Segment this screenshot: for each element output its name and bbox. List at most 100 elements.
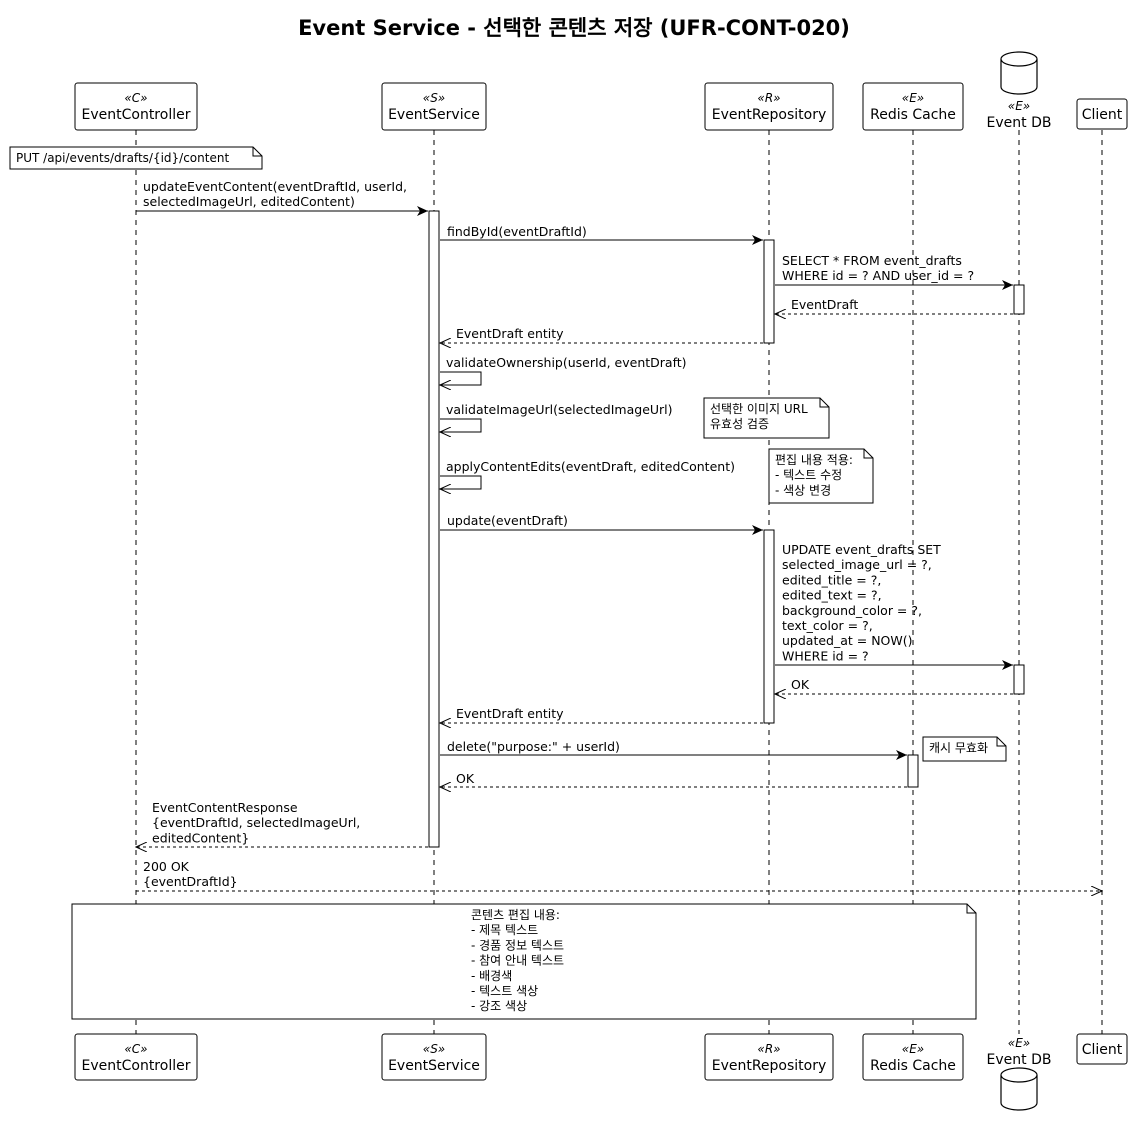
note-text: 유효성 검증 bbox=[710, 417, 769, 431]
message-1: updateEventContent(eventDraftId, userId,… bbox=[136, 179, 428, 216]
message-label: validateOwnership(userId, eventDraft) bbox=[446, 355, 687, 370]
participant-name: Event DB bbox=[987, 1052, 1052, 1068]
message-arrow bbox=[440, 418, 482, 432]
message-label: EventDraft bbox=[791, 297, 858, 312]
message-label: applyContentEdits(eventDraft, editedCont… bbox=[446, 459, 735, 474]
note-text: - 배경색 bbox=[471, 969, 512, 983]
activation-bar bbox=[907, 754, 919, 788]
note-1: PUT /api/events/drafts/{id}/content bbox=[9, 146, 263, 170]
activation-bars bbox=[428, 210, 1025, 848]
note-text: 선택한 이미지 URL bbox=[710, 402, 808, 416]
note-text: PUT /api/events/drafts/{id}/content bbox=[16, 151, 229, 165]
note-3: 편집 내용 적용:- 텍스트 수정- 색상 변경 bbox=[768, 448, 874, 504]
message-label: edited_text = ?, bbox=[782, 588, 882, 603]
message-13: delete("purpose:" + userId) bbox=[440, 739, 907, 760]
participant-name: Client bbox=[1082, 1042, 1123, 1058]
message-4: EventDraft bbox=[775, 297, 1013, 314]
participant-cache-bottom: «E» Redis Cache bbox=[862, 1033, 964, 1081]
participants: «C»EventController«C»EventController«S»E… bbox=[74, 51, 1128, 1111]
message-12: EventDraft entity bbox=[440, 706, 763, 723]
activation-bar bbox=[1013, 664, 1025, 695]
participant-stereotype: «S» bbox=[423, 91, 445, 105]
participant-stereotype: «E» bbox=[1008, 1036, 1030, 1050]
participant-name: Event DB bbox=[987, 115, 1052, 131]
note-text: - 텍스트 색상 bbox=[471, 984, 538, 998]
message-label: {eventDraftId, selectedImageUrl, bbox=[152, 815, 360, 830]
message-label: OK bbox=[456, 771, 475, 786]
messages: updateEventContent(eventDraftId, userId,… bbox=[136, 179, 1102, 891]
participant-svc-bottom: «S» EventService bbox=[381, 1033, 487, 1081]
participant-stereotype: «S» bbox=[423, 1042, 445, 1056]
participant-stereotype: «E» bbox=[902, 1042, 924, 1056]
message-label: WHERE id = ? bbox=[782, 648, 869, 663]
participant-client-top: Client bbox=[1076, 98, 1128, 130]
diagram-title: Event Service - 선택한 콘텐츠 저장 (UFR-CONT-020… bbox=[298, 16, 850, 40]
message-label: background_color = ?, bbox=[782, 603, 922, 618]
participant-name: Redis Cache bbox=[870, 107, 956, 123]
note-text: - 참여 안내 텍스트 bbox=[471, 954, 564, 968]
message-label: {eventDraftId} bbox=[143, 874, 238, 889]
activation-bar bbox=[1013, 284, 1025, 315]
participant-stereotype: «E» bbox=[1008, 99, 1030, 113]
message-arrow bbox=[440, 371, 482, 385]
message-label: EventContentResponse bbox=[152, 800, 298, 815]
participant-client-bottom: Client bbox=[1076, 1033, 1128, 1065]
note-text: - 텍스트 수정 bbox=[775, 468, 842, 482]
message-8: applyContentEdits(eventDraft, editedCont… bbox=[440, 459, 735, 489]
participant-cache-top: «E» Redis Cache bbox=[862, 82, 964, 131]
participant-stereotype: «E» bbox=[902, 91, 924, 105]
message-label: editedContent} bbox=[152, 830, 249, 845]
message-11: OK bbox=[775, 677, 1013, 694]
message-label: delete("purpose:" + userId) bbox=[447, 739, 620, 754]
participant-stereotype: «R» bbox=[757, 91, 780, 105]
note-text: - 색상 변경 bbox=[775, 483, 831, 497]
message-label: updated_at = NOW() bbox=[782, 633, 913, 648]
message-label: validateImageUrl(selectedImageUrl) bbox=[446, 402, 673, 417]
participant-db-bottom: «E» Event DB bbox=[987, 1036, 1052, 1111]
note-text: 콘텐츠 편집 내용: bbox=[471, 908, 560, 922]
participant-ctrl-bottom: «C»EventController bbox=[74, 1033, 198, 1081]
message-label: WHERE id = ? AND user_id = ? bbox=[782, 268, 974, 283]
message-label: OK bbox=[791, 677, 810, 692]
message-label: EventDraft entity bbox=[456, 326, 564, 341]
note-text: 캐시 무효화 bbox=[929, 741, 988, 755]
participant-name: Redis Cache bbox=[870, 1058, 956, 1074]
message-label: 200 OK bbox=[143, 859, 190, 874]
message-label: update(eventDraft) bbox=[447, 513, 568, 528]
message-label: EventDraft entity bbox=[456, 706, 564, 721]
message-7: validateImageUrl(selectedImageUrl) bbox=[440, 402, 673, 432]
participant-db-top: «E» Event DB bbox=[987, 51, 1052, 131]
activation-bar bbox=[763, 529, 775, 724]
message-label: findById(eventDraftId) bbox=[447, 224, 587, 239]
message-label: selectedImageUrl, editedContent) bbox=[143, 194, 355, 209]
message-10: UPDATE event_drafts SETselected_image_ur… bbox=[775, 542, 1013, 670]
participant-repo-top: «R»EventRepository bbox=[704, 82, 834, 131]
activation-bar bbox=[428, 210, 440, 848]
message-16: 200 OK{eventDraftId} bbox=[136, 859, 1102, 891]
message-5: EventDraft entity bbox=[440, 326, 763, 343]
participant-svc-top: «S»EventService bbox=[381, 82, 487, 131]
notes: PUT /api/events/drafts/{id}/content 선택한 이… bbox=[9, 146, 1007, 1020]
message-label: UPDATE event_drafts SET bbox=[782, 542, 941, 557]
message-14: OK bbox=[440, 771, 907, 787]
activation-bar bbox=[763, 239, 775, 344]
message-arrow bbox=[440, 475, 482, 489]
message-2: findById(eventDraftId) bbox=[440, 224, 763, 245]
participant-stereotype: «R» bbox=[757, 1042, 780, 1056]
message-label: selected_image_url = ?, bbox=[782, 557, 932, 572]
note-4: 캐시 무효화 bbox=[922, 736, 1007, 762]
message-label: updateEventContent(eventDraftId, userId, bbox=[143, 179, 407, 194]
participant-name: EventController bbox=[82, 1058, 191, 1074]
note-text: - 경품 정보 텍스트 bbox=[471, 938, 564, 952]
note-5: 콘텐츠 편집 내용:- 제목 텍스트- 경품 정보 텍스트- 참여 안내 텍스트… bbox=[71, 903, 977, 1020]
note-text: - 강조 색상 bbox=[471, 999, 527, 1013]
participant-name: EventController bbox=[82, 107, 191, 123]
message-15: EventContentResponse{eventDraftId, selec… bbox=[136, 800, 428, 847]
participant-stereotype: «C» bbox=[124, 91, 147, 105]
participant-name: EventService bbox=[388, 1058, 480, 1074]
message-label: text_color = ?, bbox=[782, 618, 873, 633]
message-label: SELECT * FROM event_drafts bbox=[782, 253, 962, 268]
